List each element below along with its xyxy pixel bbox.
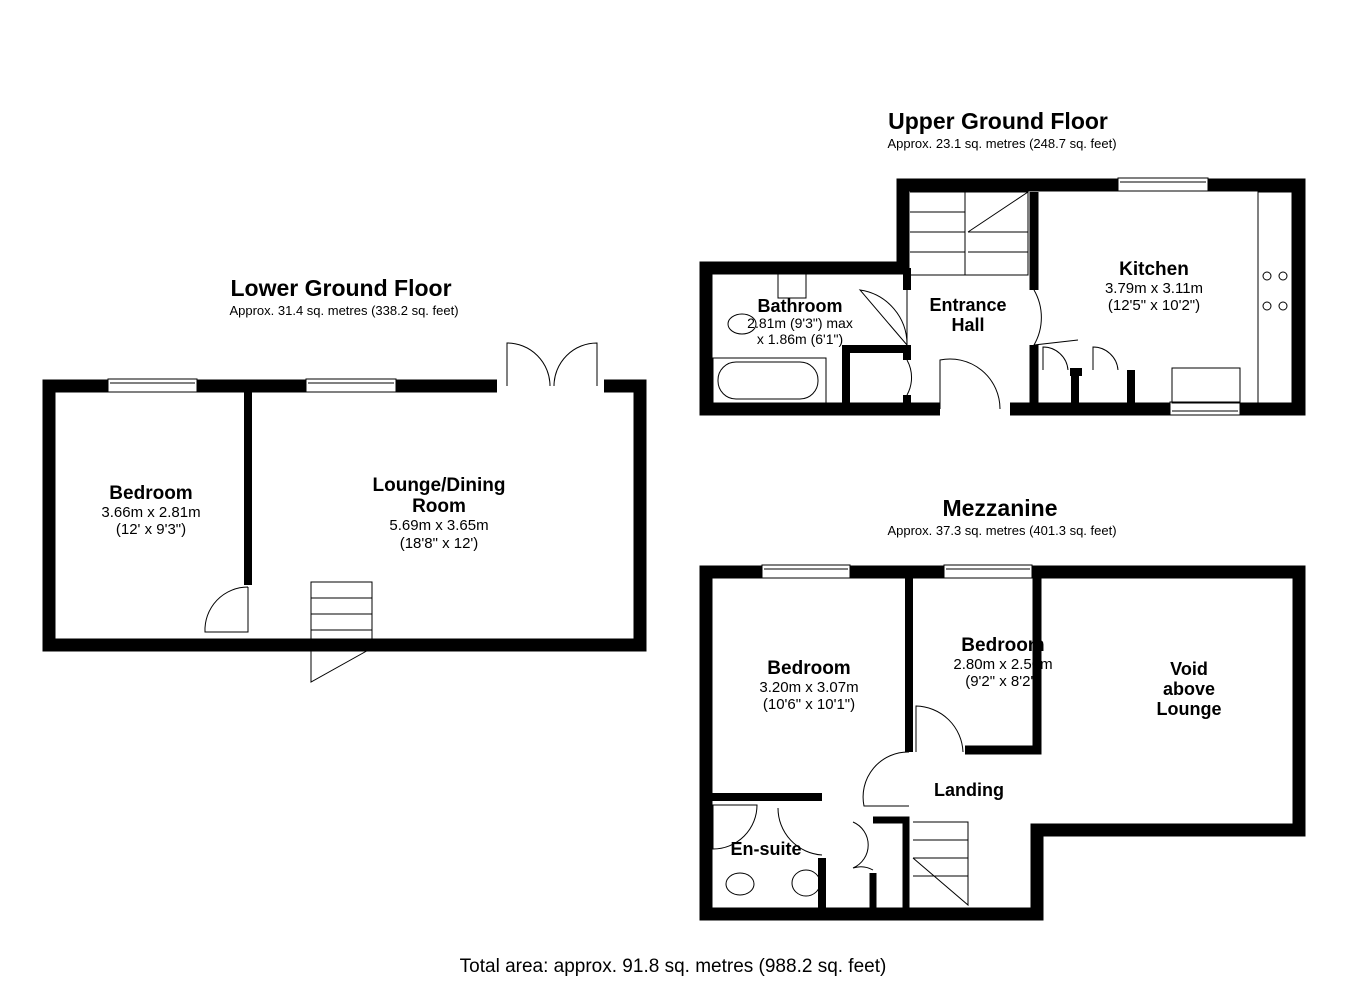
ensuite-basin [791,869,821,897]
room-dimensions-m: 3.79m x 3.11m [1104,280,1204,297]
kitchen-counter [1257,191,1293,404]
closet-wall [842,345,911,403]
ensuite-toilet [725,872,755,896]
front-door [939,358,1001,410]
room-dimensions-ft: (18'8" x 12') [399,535,479,552]
windows [107,177,1241,579]
window [107,378,198,393]
ensuite-door [777,807,823,856]
mezzanine-outer-wall [699,565,1306,921]
room-dimensions-m: 3.66m x 2.81m [101,504,201,521]
room-dimensions-ft: (10'6" x 10'1") [762,696,856,713]
lower-floor-title: Lower Ground Floor [230,275,452,301]
mezzanine-stairs [912,821,969,907]
room-name: Lounge [1156,699,1222,719]
closet-door [906,359,913,396]
window [305,378,397,393]
room-name: En-suite [730,839,802,859]
room-name: Bedroom [961,635,1045,656]
window [1117,177,1209,192]
bathtub [712,357,827,404]
room-name: Void [1170,659,1208,679]
total-area: Total area: approx. 91.8 sq. metres (988… [459,956,887,977]
kitchen-door [1033,289,1079,346]
room-name: Bathroom [757,296,843,316]
stairs [310,191,1029,907]
walls [42,178,1306,921]
bathtub-inner [717,361,819,400]
upper-outer-wall [699,178,1306,416]
mezzanine-title: Mezzanine [942,495,1058,521]
hob [1262,271,1272,281]
room-name: Entrance [929,295,1007,315]
room-dimensions-m: 2.80m x 2.50m [953,656,1053,673]
french-doors [506,342,598,387]
room-dimensions-m: 3.20m x 3.07m [759,679,859,696]
room-name: Kitchen [1119,259,1189,280]
room-name: Landing [934,780,1004,800]
doors [204,289,1119,871]
room-dimensions-ft: (9'2" x 8'2") [965,673,1041,690]
bedroom2-wall [965,578,1042,755]
window [943,564,1033,579]
room-dimensions-ft: x 1.86m (6'1") [756,331,844,347]
room-dimensions-m: 5.69m x 3.65m [389,517,489,534]
room-dimensions-ft: (12'5" x 10'2") [1107,297,1201,314]
mezzanine-area: Approx. 37.3 sq. metres (401.3 sq. feet) [887,523,1117,538]
room-name: Hall [951,315,985,335]
room-dimensions-ft: (12' x 9'3") [115,521,187,538]
lower-stairs [310,581,373,683]
fixtures [712,191,1293,897]
room-name: Bedroom [109,483,193,504]
bedroom-door [204,586,249,633]
sink [1171,367,1241,404]
bedroom2-door [915,705,964,753]
lower-floor-area: Approx. 31.4 sq. metres (338.2 sq. feet) [229,303,459,318]
upper-floor-title: Upper Ground Floor [888,108,1108,134]
cupboard-doors [1042,346,1119,371]
upper-floor-area: Approx. 23.1 sq. metres (248.7 sq. feet) [887,136,1117,151]
room-name: above [1162,679,1216,699]
upper-stairs [910,191,1029,276]
bathroom-door [858,289,908,347]
kitchen-cupboard-wall [1070,368,1135,403]
basin [777,272,807,299]
cupboard-wall [869,816,910,908]
room-name: Bedroom [767,658,851,679]
cupboard-door-mezz [852,821,874,871]
window [761,564,851,579]
window [1169,401,1241,416]
toilet [727,313,757,335]
bedroom1-door [862,751,910,807]
room-name: Room [412,496,466,517]
room-dimensions-m: 2.81m (9'3") max [747,315,853,331]
shower [712,804,758,850]
room-name: Lounge/Dining [372,475,506,496]
